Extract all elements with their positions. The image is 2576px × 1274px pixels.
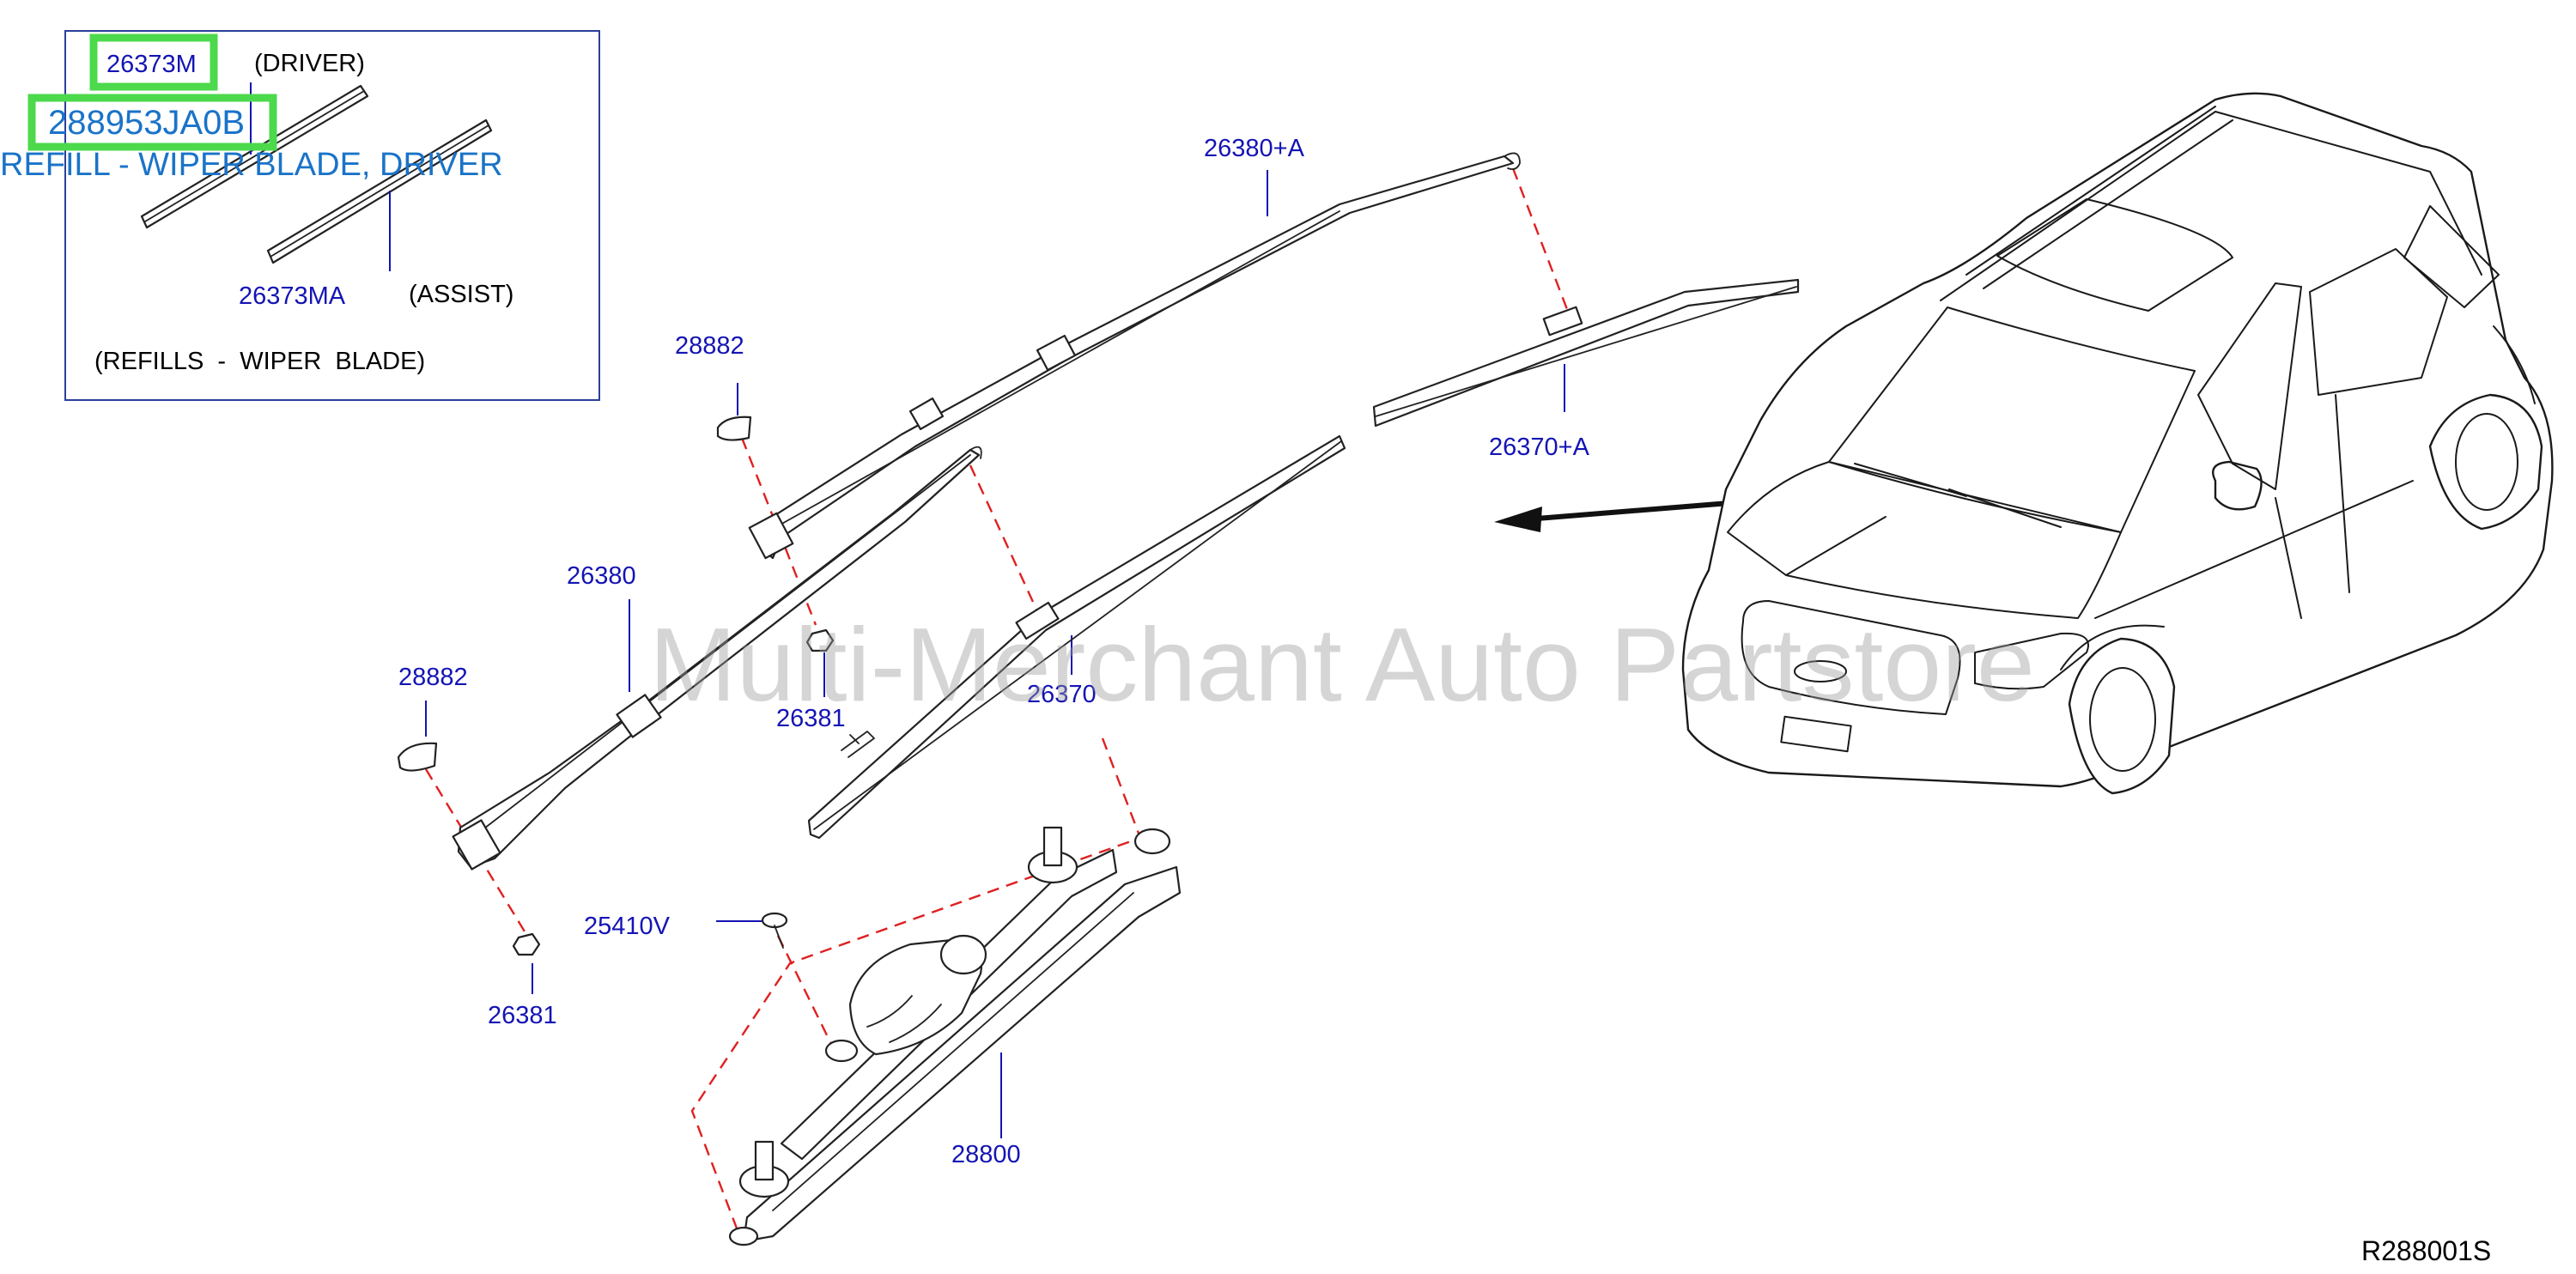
highlight-part-description: REFILL - WIPER BLADE, DRIVER — [0, 147, 503, 183]
vehicle-illustration — [1681, 92, 2554, 795]
nut-upper[interactable] — [805, 628, 835, 652]
wiper-blade-assist[interactable] — [1372, 278, 1800, 428]
callout-arm-driver[interactable]: 26380 — [567, 562, 636, 590]
wiper-blade-driver[interactable] — [807, 434, 1346, 840]
pivot-cap-lower[interactable] — [397, 742, 438, 772]
inset-assist-note: (ASSIST) — [409, 281, 513, 308]
inset-driver-part[interactable]: 26373M — [106, 51, 197, 78]
inset-driver-note: (DRIVER) — [254, 50, 365, 77]
clip-part — [841, 731, 875, 758]
callout-cap-upper[interactable]: 28882 — [675, 332, 744, 360]
highlight-box-small — [89, 33, 218, 91]
highlight-part-number[interactable]: 288953JA0B — [48, 104, 245, 142]
diagram-code: R288001S — [2361, 1235, 2491, 1266]
nut-lower[interactable] — [512, 932, 541, 956]
pivot-cap-upper[interactable] — [716, 416, 752, 441]
callout-nut-lower[interactable]: 26381 — [488, 1002, 557, 1029]
inset-caption: (REFILLS - WIPER BLADE) — [94, 348, 425, 375]
inset-assist-part[interactable]: 26373MA — [239, 282, 346, 310]
screw-part[interactable] — [761, 912, 788, 949]
leader-lines — [425, 170, 1565, 1138]
wiper-linkage-assembly[interactable] — [728, 826, 1182, 1247]
callout-screw[interactable]: 25410V — [584, 913, 671, 940]
callout-arm-assist[interactable]: 26380+A — [1204, 135, 1305, 162]
refill-inset — [64, 30, 600, 401]
watermark: Multi-Merchant Auto Partstore — [649, 606, 2035, 723]
callout-nut-upper[interactable]: 26381 — [776, 705, 846, 732]
callout-blade-driver[interactable]: 26370 — [1027, 681, 1097, 708]
wiper-arm-driver[interactable] — [452, 446, 982, 871]
highlight-box-part[interactable] — [27, 94, 277, 151]
callout-cap-lower[interactable]: 28882 — [398, 664, 468, 691]
wiper-arm-assist[interactable] — [748, 152, 1521, 560]
callout-blade-assist[interactable]: 26370+A — [1489, 434, 1590, 461]
callout-linkage[interactable]: 28800 — [951, 1141, 1021, 1168]
